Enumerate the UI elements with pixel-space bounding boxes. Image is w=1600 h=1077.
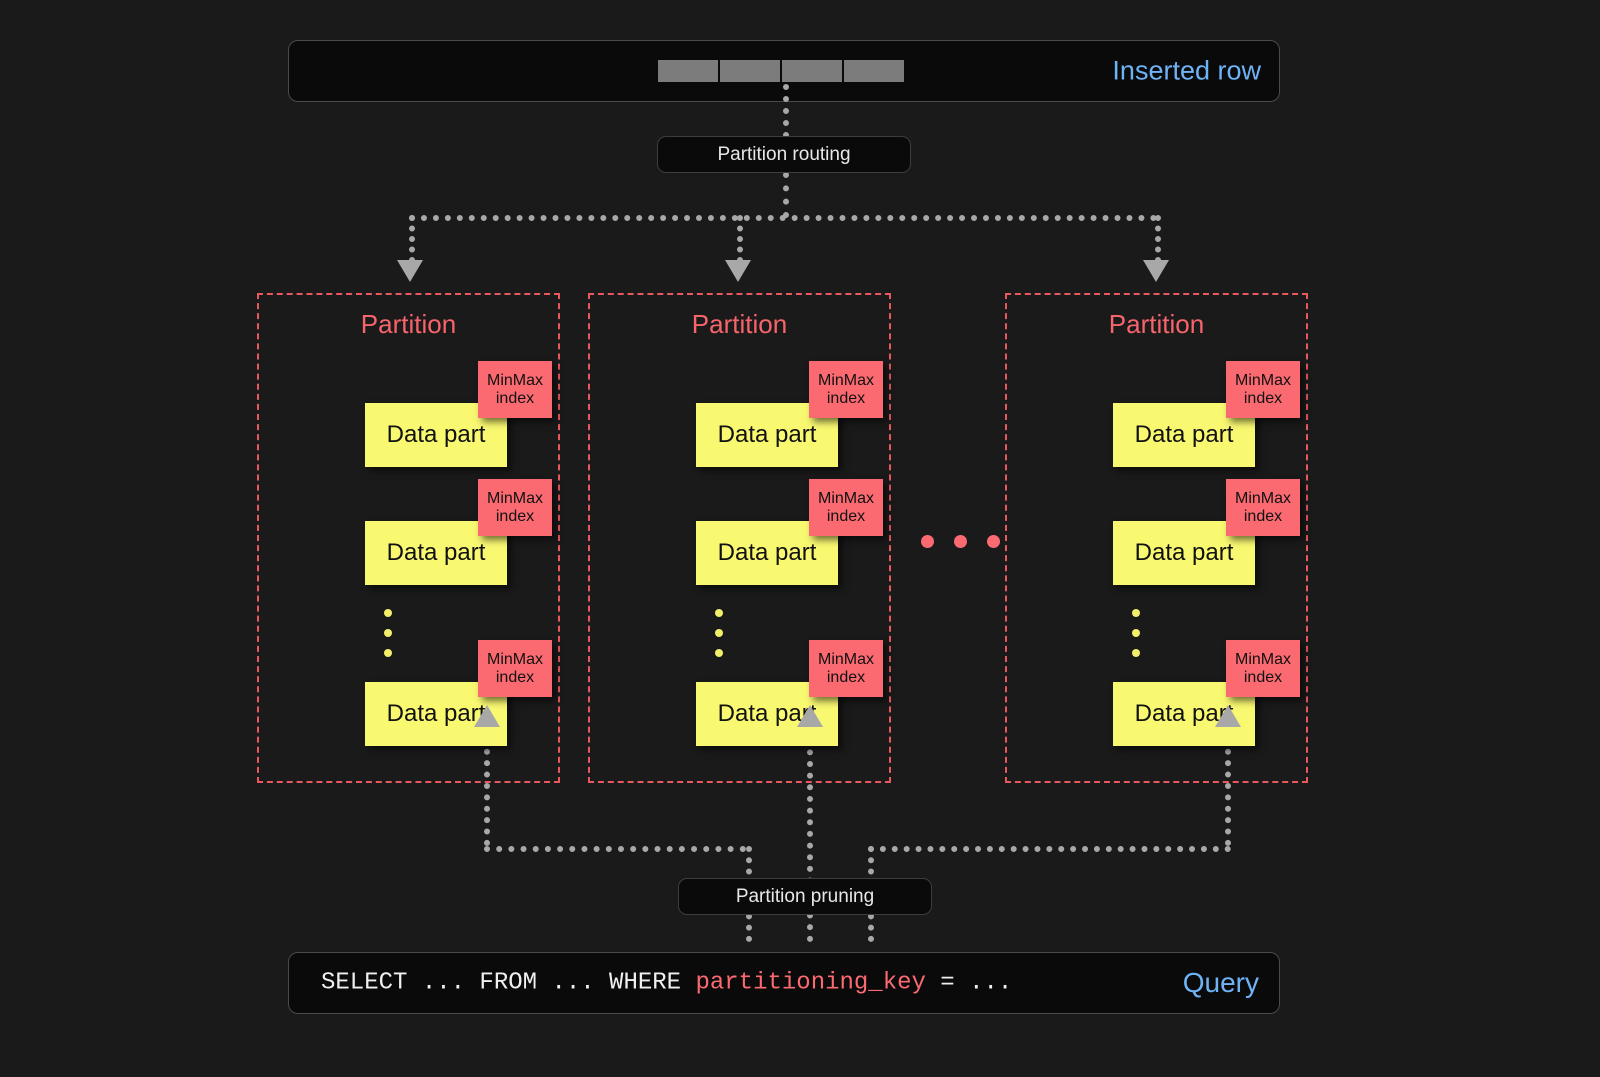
- inserted-row-panel: Inserted row: [288, 40, 1280, 102]
- partition-pruning-box: Partition pruning: [678, 878, 932, 915]
- ellipsis-dot: [715, 629, 723, 637]
- arrow-down-partition-2: [1143, 260, 1169, 282]
- ellipsis-dot: [1132, 649, 1140, 657]
- partition-title: Partition: [1108, 309, 1205, 339]
- row-cell: [782, 60, 842, 82]
- arrow-up-partition-1: [797, 705, 823, 727]
- minmax-index-line1: MinMax: [817, 371, 874, 389]
- ellipsis-dot: [384, 609, 392, 617]
- partition-routing-label: Partition routing: [717, 143, 851, 165]
- connector-routing-to-bus: [783, 172, 789, 218]
- arrow-down-partition-1: [725, 260, 751, 282]
- minmax-index-box[interactable]: MinMax index: [809, 361, 883, 418]
- ellipsis-dot: [987, 535, 1000, 548]
- minmax-index-line1: MinMax: [817, 489, 874, 507]
- inserted-row-label: Inserted row: [1112, 55, 1261, 86]
- partition-container-2[interactable]: Partition MinMax index Data part MinMax …: [1005, 293, 1308, 783]
- partition-container-0[interactable]: Partition MinMax index Data part MinMax …: [257, 293, 560, 783]
- query-partitioning-key: partitioning_key: [695, 969, 926, 997]
- minmax-index-line1: MinMax: [817, 650, 874, 668]
- data-parts-ellipsis: [715, 609, 723, 657]
- minmax-index-box[interactable]: MinMax index: [478, 640, 552, 697]
- ellipsis-dot: [384, 629, 392, 637]
- minmax-index-line2: index: [1243, 389, 1283, 407]
- data-part-group[interactable]: MinMax index Data part: [638, 640, 888, 750]
- connector-pruning-to-partition-2: [1225, 726, 1231, 846]
- ellipsis-dot: [384, 649, 392, 657]
- routing-bus-line: [409, 215, 1157, 221]
- minmax-index-line2: index: [1243, 507, 1283, 525]
- ellipsis-dot: [921, 535, 934, 548]
- minmax-index-box[interactable]: MinMax index: [1226, 361, 1300, 418]
- data-part-group[interactable]: MinMax index Data part: [1055, 361, 1305, 471]
- partition-container-1[interactable]: Partition MinMax index Data part MinMax …: [588, 293, 891, 783]
- connector-insert-to-routing: [783, 84, 789, 138]
- query-suffix: = ...: [925, 969, 1013, 997]
- partition-title: Partition: [360, 309, 457, 339]
- connector-pruning-to-partition-0: [484, 726, 490, 846]
- minmax-index-box[interactable]: MinMax index: [809, 479, 883, 536]
- minmax-index-line1: MinMax: [1234, 371, 1291, 389]
- minmax-index-line2: index: [1243, 668, 1283, 686]
- connector-bus-to-partition-1: [737, 215, 743, 263]
- data-part-group[interactable]: MinMax index Data part: [638, 361, 888, 471]
- pruning-bus-right: [868, 846, 1231, 852]
- data-parts-ellipsis: [384, 609, 392, 657]
- connector-pruning-to-partition-1: [807, 726, 813, 942]
- minmax-index-line1: MinMax: [486, 650, 543, 668]
- query-label: Query: [1182, 967, 1259, 998]
- inserted-row-cells: [658, 60, 904, 82]
- partitions-ellipsis: [921, 535, 1000, 548]
- minmax-index-line2: index: [826, 507, 866, 525]
- data-part-group[interactable]: MinMax index Data part: [307, 479, 557, 589]
- minmax-index-line1: MinMax: [486, 371, 543, 389]
- data-part-box[interactable]: Data part: [365, 521, 507, 585]
- minmax-index-line2: index: [826, 668, 866, 686]
- ellipsis-dot: [715, 609, 723, 617]
- row-cell: [844, 60, 904, 82]
- data-parts-ellipsis: [1132, 609, 1140, 657]
- minmax-index-line2: index: [495, 507, 535, 525]
- minmax-index-box[interactable]: MinMax index: [809, 640, 883, 697]
- minmax-index-line1: MinMax: [486, 489, 543, 507]
- minmax-index-box[interactable]: MinMax index: [478, 361, 552, 418]
- minmax-index-box[interactable]: MinMax index: [478, 479, 552, 536]
- minmax-index-line2: index: [826, 389, 866, 407]
- partition-pruning-label: Partition pruning: [735, 885, 875, 907]
- data-part-group[interactable]: MinMax index Data part: [638, 479, 888, 589]
- ellipsis-dot: [1132, 609, 1140, 617]
- pruning-bus-left: [484, 846, 746, 852]
- data-part-group[interactable]: MinMax index Data part: [307, 640, 557, 750]
- arrow-up-partition-0: [474, 705, 500, 727]
- ellipsis-dot: [715, 649, 723, 657]
- partition-routing-box: Partition routing: [657, 136, 911, 173]
- minmax-index-line1: MinMax: [1234, 489, 1291, 507]
- minmax-index-box[interactable]: MinMax index: [1226, 479, 1300, 536]
- ellipsis-dot: [954, 535, 967, 548]
- minmax-index-line2: index: [495, 389, 535, 407]
- data-part-box[interactable]: Data part: [696, 403, 838, 467]
- query-panel: SELECT ... FROM ... WHERE partitioning_k…: [288, 952, 1280, 1014]
- row-cell: [658, 60, 718, 82]
- partition-title: Partition: [691, 309, 788, 339]
- minmax-index-box[interactable]: MinMax index: [1226, 640, 1300, 697]
- minmax-index-line2: index: [495, 668, 535, 686]
- data-part-group[interactable]: MinMax index Data part: [1055, 479, 1305, 589]
- connector-bus-to-partition-2: [1155, 215, 1161, 263]
- query-prefix: SELECT ... FROM ... WHERE: [321, 969, 696, 997]
- arrow-up-partition-2: [1215, 705, 1241, 727]
- connector-bus-to-partition-0: [409, 215, 415, 263]
- data-part-group[interactable]: MinMax index Data part: [307, 361, 557, 471]
- row-cell: [720, 60, 780, 82]
- minmax-index-line1: MinMax: [1234, 650, 1291, 668]
- query-text: SELECT ... FROM ... WHERE partitioning_k…: [321, 970, 1012, 997]
- data-part-group[interactable]: MinMax index Data part: [1055, 640, 1305, 750]
- ellipsis-dot: [1132, 629, 1140, 637]
- arrow-down-partition-0: [397, 260, 423, 282]
